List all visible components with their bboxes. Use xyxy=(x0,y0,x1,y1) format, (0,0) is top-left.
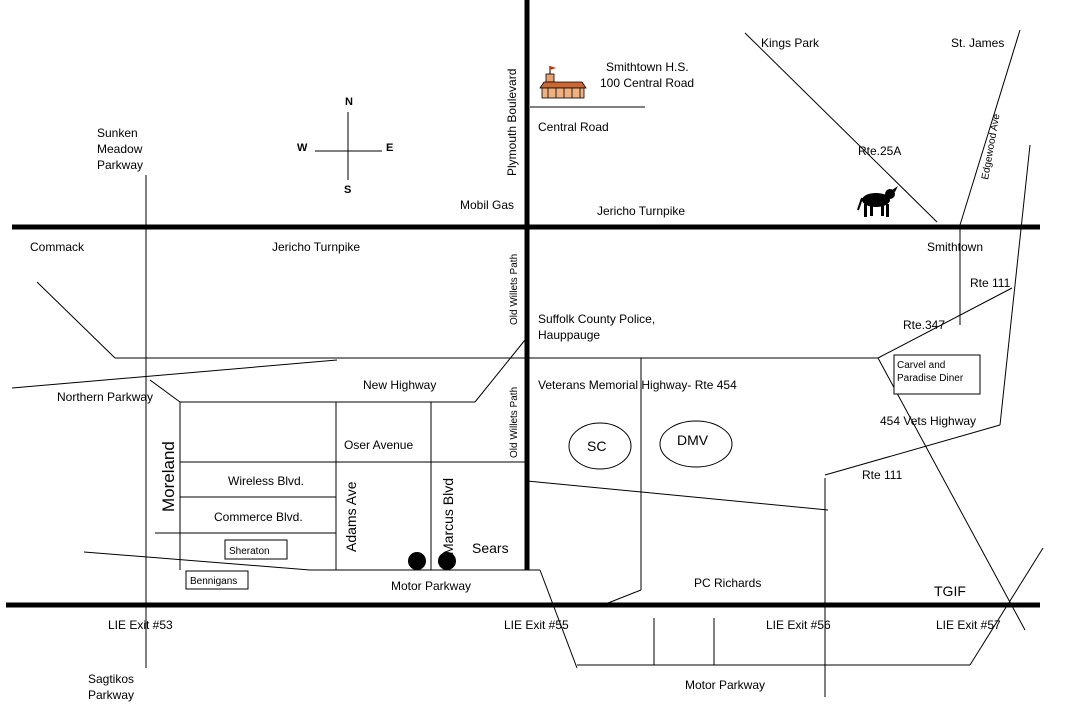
compass-north-label: N xyxy=(345,96,353,108)
rte-111-ne-road xyxy=(999,144,1031,426)
sc-label: SC xyxy=(587,438,606,454)
bull-icon xyxy=(857,186,898,217)
commerce-blvd-label: Commerce Blvd. xyxy=(214,510,303,524)
pc-richards-label: PC Richards xyxy=(694,576,761,590)
sunken-meadow-label-3: Parkway xyxy=(97,158,143,172)
sagtikos-label-2: Parkway xyxy=(88,688,134,702)
lie-exit-57-label: LIE Exit #57 xyxy=(936,618,1001,632)
oser-avenue-label: Oser Avenue xyxy=(344,438,413,452)
carvel-label: Carvel and xyxy=(897,360,945,371)
edgewood-ave-label: Edgewood Ave xyxy=(980,113,1002,181)
dmv-label: DMV xyxy=(677,432,709,448)
sears-label: Sears xyxy=(472,540,509,556)
rte-111-low-label: Rte 111 xyxy=(862,468,903,482)
compass-east-label: E xyxy=(386,142,393,154)
paradise-diner-label: Paradise Diner xyxy=(897,373,964,384)
st-james-label: St. James xyxy=(951,36,1004,50)
motor-parkway-ne-road xyxy=(969,547,1044,666)
school-address-label: 100 Central Road xyxy=(600,76,694,90)
northern-parkway-label: Northern Parkway xyxy=(57,390,153,404)
thin-roads xyxy=(11,29,1044,697)
school-icon xyxy=(539,66,587,99)
compass-south-label: S xyxy=(344,184,351,196)
edgewood-ave-road xyxy=(959,29,1021,226)
motor-parkway-label-2: Motor Parkway xyxy=(685,678,765,692)
sc-oval xyxy=(568,422,632,470)
vets-454-label: 454 Vets Highway xyxy=(880,414,976,428)
old-willets-path-label-1: Old Willets Path xyxy=(509,254,520,325)
vets-highway-east-road xyxy=(877,357,1026,631)
jericho-turnpike-east-label: Jericho Turnpike xyxy=(597,204,685,218)
moreland-label: Moreland xyxy=(159,441,178,512)
rte-25a-label: Rte.25A xyxy=(858,144,901,158)
rte-111-top-label: Rte 111 xyxy=(970,276,1011,290)
dmv-access-ramp-road xyxy=(602,589,642,606)
northern-parkway-west-road xyxy=(36,281,116,359)
location-marker-b xyxy=(438,552,456,570)
bennigans-label: Bennigans xyxy=(190,576,237,587)
tgif-label: TGIF xyxy=(934,583,966,599)
compass-west-label: W xyxy=(297,142,308,154)
motor-parkway-label-1: Motor Parkway xyxy=(391,579,471,593)
school-name-label: Smithtown H.S. xyxy=(606,60,689,74)
police-label-2: Hauppauge xyxy=(538,328,600,342)
location-marker-a xyxy=(408,552,426,570)
compass-rose: N S E W xyxy=(297,96,393,196)
mobil-gas-label: Mobil Gas xyxy=(460,198,514,212)
rabro-road xyxy=(526,480,829,511)
plymouth-blvd-label: Plymouth Boulevard xyxy=(505,69,519,176)
kings-park-label: Kings Park xyxy=(761,36,820,50)
lie-exit-56-label: LIE Exit #56 xyxy=(766,618,831,632)
central-road-label: Central Road xyxy=(538,120,609,134)
bennigans-box xyxy=(185,570,249,590)
northern-parkway-road xyxy=(11,359,338,389)
old-willets-path-label-2: Old Willets Path xyxy=(509,387,520,458)
smithtown-label: Smithtown xyxy=(927,240,983,254)
sagtikos-label-1: Sagtikos xyxy=(88,672,134,686)
lie-exit-53-label: LIE Exit #53 xyxy=(108,618,173,632)
dmv-oval xyxy=(659,420,733,468)
sunken-meadow-label-2: Meadow xyxy=(97,142,143,156)
sheraton-box xyxy=(224,539,288,560)
marcus-blvd-label: Marcus Blvd xyxy=(440,478,456,555)
new-highway-connector-road xyxy=(474,339,526,403)
new-highway-label: New Highway xyxy=(363,378,436,392)
sheraton-label: Sheraton xyxy=(229,546,270,557)
rte-347-label: Rte.347 xyxy=(903,318,945,332)
wireless-blvd-label: Wireless Blvd. xyxy=(228,474,304,488)
police-label: Suffolk County Police, xyxy=(538,312,655,326)
jericho-turnpike-west-label: Jericho Turnpike xyxy=(272,240,360,254)
commack-label: Commack xyxy=(30,240,85,254)
lie-exit-55-label: LIE Exit #55 xyxy=(504,618,569,632)
ramp-road xyxy=(149,379,181,403)
carvel-box xyxy=(893,354,981,395)
motor-parkway-west-road xyxy=(83,551,311,571)
veterans-highway-label: Veterans Memorial Highway- Rte 454 xyxy=(538,378,737,392)
rte-25a-road xyxy=(744,32,938,223)
motor-parkway-south-road xyxy=(539,569,578,669)
rte-347-road xyxy=(877,287,1013,359)
rte-111-east-road xyxy=(824,424,1001,476)
adams-ave-label: Adams Ave xyxy=(343,481,359,552)
sunken-meadow-label-1: Sunken xyxy=(97,126,138,140)
